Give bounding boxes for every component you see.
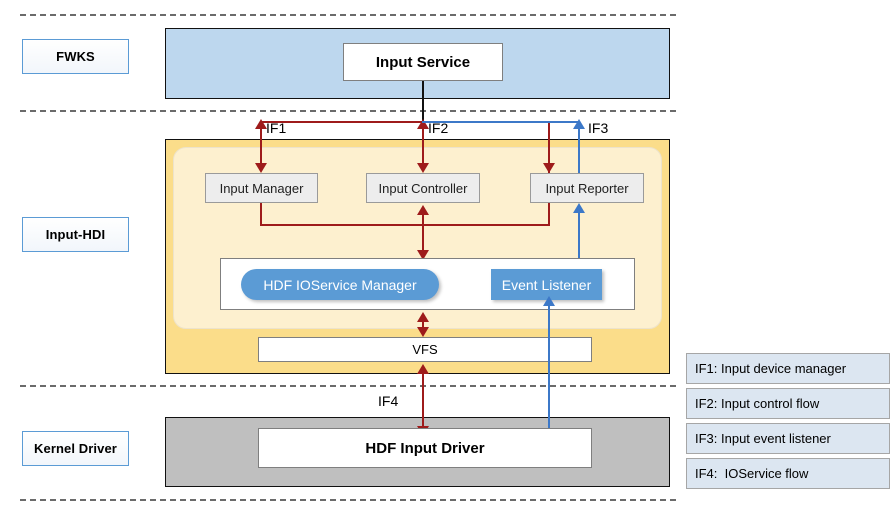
legend-item-if3-text: IF3: Input event listener — [695, 431, 831, 446]
vfs-block[interactable]: VFS — [258, 337, 592, 362]
layer-separator-hdi-kernel — [20, 385, 676, 387]
input-reporter-block[interactable]: Input Reporter — [530, 173, 644, 203]
if4-label: IF4 — [378, 393, 399, 409]
layer-label-input-hdi: Input-HDI — [22, 217, 129, 252]
if1-line — [260, 124, 262, 168]
layer-label-kernel-driver: Kernel Driver — [22, 431, 129, 466]
red-interface-bus-top — [261, 121, 549, 123]
vfs-arrowhead-down — [417, 327, 429, 337]
if3-label: IF3 — [588, 120, 609, 136]
vfs-label: VFS — [412, 342, 438, 357]
input-reporter-label: Input Reporter — [545, 180, 629, 196]
event-listener-to-reporter-line — [578, 208, 580, 270]
input-manager-block[interactable]: Input Manager — [205, 173, 318, 203]
legend-item-if4-text: IF4: IOService flow — [695, 466, 809, 481]
if2-arrowhead-down — [417, 163, 429, 173]
event-listener-label: Event Listener — [501, 276, 592, 293]
layer-separator-bottom — [20, 499, 676, 501]
legend-item-if2-text: IF2: Input control flow — [695, 396, 820, 411]
legend-item-if3: IF3: Input event listener — [686, 423, 890, 454]
input-controller-label: Input Controller — [378, 180, 468, 196]
layer-label-input-hdi-text: Input-HDI — [45, 227, 106, 242]
if3-horizontal-run — [422, 121, 579, 123]
layer-label-fwks-text: FWKS — [56, 49, 95, 64]
hdf-ioservice-manager-label: HDF IOService Manager — [263, 276, 417, 293]
if1-arrowhead-down — [255, 163, 267, 173]
layer-label-kernel-driver-text: Kernel Driver — [34, 441, 117, 456]
hdf-input-driver-block[interactable]: HDF Input Driver — [258, 428, 592, 468]
red-module-bus — [260, 224, 550, 226]
if2-label: IF2 — [428, 120, 449, 136]
ioservice-vertical-link — [422, 210, 424, 255]
input-manager-down-stub — [260, 203, 262, 225]
input-service-block[interactable]: Input Service — [343, 43, 503, 81]
input-reporter-arrowhead-down — [543, 163, 555, 173]
if2-line — [422, 124, 424, 168]
red-line-to-input-reporter — [548, 121, 550, 179]
legend-item-if1-text: IF1: Input device manager — [695, 361, 847, 376]
layer-separator-fwks-hdi — [20, 110, 676, 112]
input-service-label: Input Service — [375, 53, 471, 71]
if4-line — [422, 369, 424, 431]
if3-line-upper — [578, 124, 580, 173]
event-path-arrowhead — [543, 296, 555, 306]
if1-label: IF1 — [266, 120, 287, 136]
hdf-input-driver-label: HDF Input Driver — [365, 439, 485, 457]
input-reporter-down-stub — [548, 203, 550, 225]
hdf-ioservice-manager-block[interactable]: HDF IOService Manager — [241, 269, 439, 300]
legend-item-if4: IF4: IOService flow — [686, 458, 890, 489]
input-controller-block[interactable]: Input Controller — [366, 173, 480, 203]
layer-label-fwks: FWKS — [22, 39, 129, 74]
vfs-upper-link — [422, 317, 424, 335]
input-service-drop-line — [422, 81, 424, 122]
legend-item-if1: IF1: Input device manager — [686, 353, 890, 384]
ioservice-arrowhead-down — [417, 250, 429, 260]
legend-item-if2: IF2: Input control flow — [686, 388, 890, 419]
event-listener-block[interactable]: Event Listener — [491, 269, 602, 300]
layer-separator-top — [20, 14, 676, 16]
input-manager-label: Input Manager — [219, 180, 304, 196]
event-path-line — [548, 300, 550, 448]
